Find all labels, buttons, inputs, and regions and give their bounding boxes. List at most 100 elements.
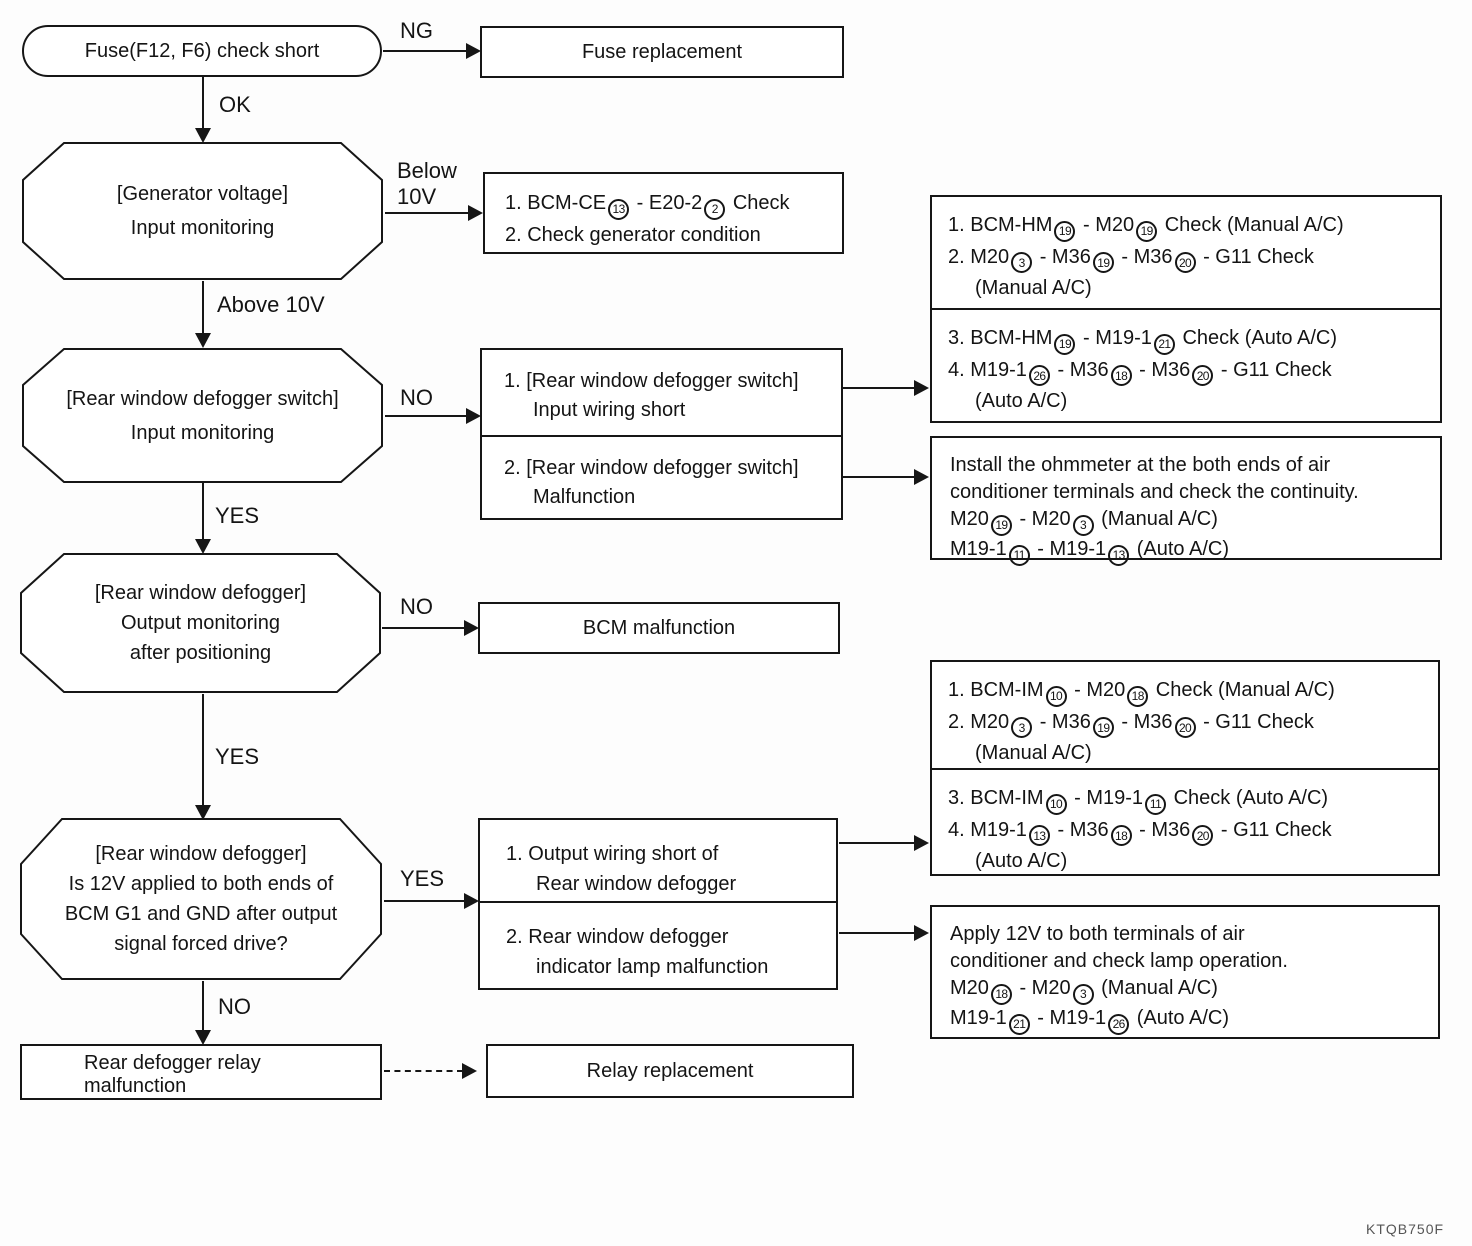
decision-generator-voltage-text: [Generator voltage] Input monitoring	[22, 142, 383, 280]
circled-pin-number: 19	[1136, 220, 1158, 242]
check-step: 2. Check generator condition	[505, 224, 761, 246]
node-bcm-malfunction-label: BCM malfunction	[582, 616, 736, 639]
node-fuse-replacement: Fuse replacement	[480, 26, 844, 78]
node-bcm-malfunction: BCM malfunction	[478, 602, 840, 654]
circled-pin-number: 19	[1054, 333, 1076, 355]
decision-defogger-output-text: [Rear window defogger] Output monitoring…	[20, 553, 381, 693]
connector-no-switch-line	[385, 415, 467, 417]
circled-pin-number: 26	[1108, 1014, 1130, 1035]
circled-pin-number: 21	[1008, 1014, 1030, 1035]
result-switch-causes: 1. [Rear window defogger switch] Input w…	[480, 348, 843, 520]
result-output-cause-2: 2. Rear window defogger indicator lamp m…	[480, 903, 836, 982]
node-relay-malfunction: Rear defogger relay malfunction	[20, 1044, 382, 1100]
circled-pin-number: 18	[1110, 365, 1132, 386]
circled-pin-number: 20	[1192, 365, 1214, 386]
circled-pin-number: 3	[1072, 984, 1094, 1005]
action-ohmmeter-check: Install the ohmmeter at the both ends of…	[930, 436, 1442, 566]
decision-line: Output monitoring	[121, 612, 280, 634]
circled-pin-number: 19	[990, 515, 1012, 536]
connector-relay-line	[384, 1070, 463, 1072]
decision-defogger-output: [Rear window defogger] Output monitoring…	[20, 553, 381, 693]
edge-label-above-10v: Above 10V	[217, 292, 325, 317]
edge-label-no-switch: NO	[400, 385, 433, 410]
circled-pin-number: 13	[1028, 825, 1050, 846]
result-output-causes: 1. Output wiring short of Rear window de…	[478, 818, 838, 990]
decision-line: signal forced drive?	[114, 933, 288, 955]
connector-to-hm-check	[843, 387, 915, 389]
node-relay-malfunction-line: Rear defogger relay	[84, 1052, 261, 1074]
edge-label-yes-output: YES	[215, 744, 260, 769]
node-relay-replacement: Relay replacement	[486, 1044, 854, 1098]
circled-pin-number: 13	[1108, 545, 1130, 566]
decision-generator-voltage: [Generator voltage] Input monitoring	[22, 142, 383, 280]
edge-label-below-10v: Below 10V	[397, 158, 457, 210]
circled-pin-number: 21	[1153, 333, 1175, 355]
circled-pin-number: 18	[1110, 825, 1132, 846]
check-step: (Auto A/C)	[975, 850, 1068, 872]
node-relay-malfunction-line: malfunction	[84, 1075, 187, 1097]
node-relay-replacement-label: Relay replacement	[586, 1059, 754, 1082]
connector-to-im-check	[839, 842, 915, 844]
octagon-shape	[20, 818, 382, 980]
circled-pin-number: 3	[1072, 515, 1094, 536]
result-switch-cause-1: 1. [Rear window defogger switch] Input w…	[482, 350, 841, 437]
arrowhead-above10v	[195, 333, 211, 348]
note-line: Install the ohmmeter at the both ends of…	[950, 454, 1331, 476]
decision-line: [Rear window defogger]	[95, 843, 307, 865]
arrowhead-no-switch	[466, 408, 481, 424]
figure-code: KTQB750F	[1366, 1221, 1445, 1237]
edge-label-no-forced: NO	[218, 994, 251, 1019]
connector-above10v-line	[202, 281, 204, 334]
arrowhead-yes-forced	[464, 893, 479, 909]
arrowhead-to-hm-check	[914, 380, 929, 396]
action-apply-12v: Apply 12V to both terminals of air condi…	[930, 905, 1440, 1039]
connector-no-output-line	[382, 627, 465, 629]
circled-pin-number: 18	[1127, 685, 1149, 707]
decision-line: Is 12V applied to both ends of	[68, 873, 334, 895]
note-line: Apply 12V to both terminals of air	[950, 923, 1245, 945]
connector-yes-forced-line	[384, 900, 465, 902]
edge-label-no-output: NO	[400, 594, 433, 619]
octagon-shape	[20, 553, 381, 693]
decision-line: Input monitoring	[130, 421, 275, 444]
node-fuse-replacement-label: Fuse replacement	[581, 40, 743, 63]
circled-pin-number: 26	[1028, 365, 1050, 386]
connector-ok-line	[202, 77, 204, 129]
note-line: conditioner and check lamp operation.	[950, 950, 1288, 972]
circled-pin-number: 20	[1174, 252, 1196, 273]
circled-pin-number: 18	[990, 984, 1012, 1005]
decision-line: [Generator voltage]	[116, 183, 289, 205]
arrowhead-below10v	[468, 205, 483, 221]
arrowhead-no-forced	[195, 1030, 211, 1045]
connector-yes-output-line	[202, 694, 204, 806]
cause-line: 1. Output wiring short of	[506, 843, 719, 865]
octagon-shape	[22, 142, 383, 280]
circled-pin-number: 20	[1192, 825, 1214, 846]
circled-pin-number: 2	[704, 199, 726, 220]
check-step: (Manual A/C)	[975, 277, 1092, 299]
octagon-shape	[22, 348, 383, 483]
connector-ng-line	[383, 50, 467, 52]
circled-pin-number: 19	[1092, 252, 1114, 273]
edge-label-below-line1: Below	[397, 158, 457, 183]
circled-pin-number: 11	[1145, 793, 1167, 815]
connector-to-apply12v	[839, 932, 915, 934]
arrowhead-yes-output	[195, 805, 211, 820]
arrowhead-to-ohmmeter	[914, 469, 929, 485]
cause-line: Malfunction	[533, 486, 636, 508]
edge-label-below-line2: 10V	[397, 184, 437, 209]
arrowhead-ok	[195, 128, 211, 143]
